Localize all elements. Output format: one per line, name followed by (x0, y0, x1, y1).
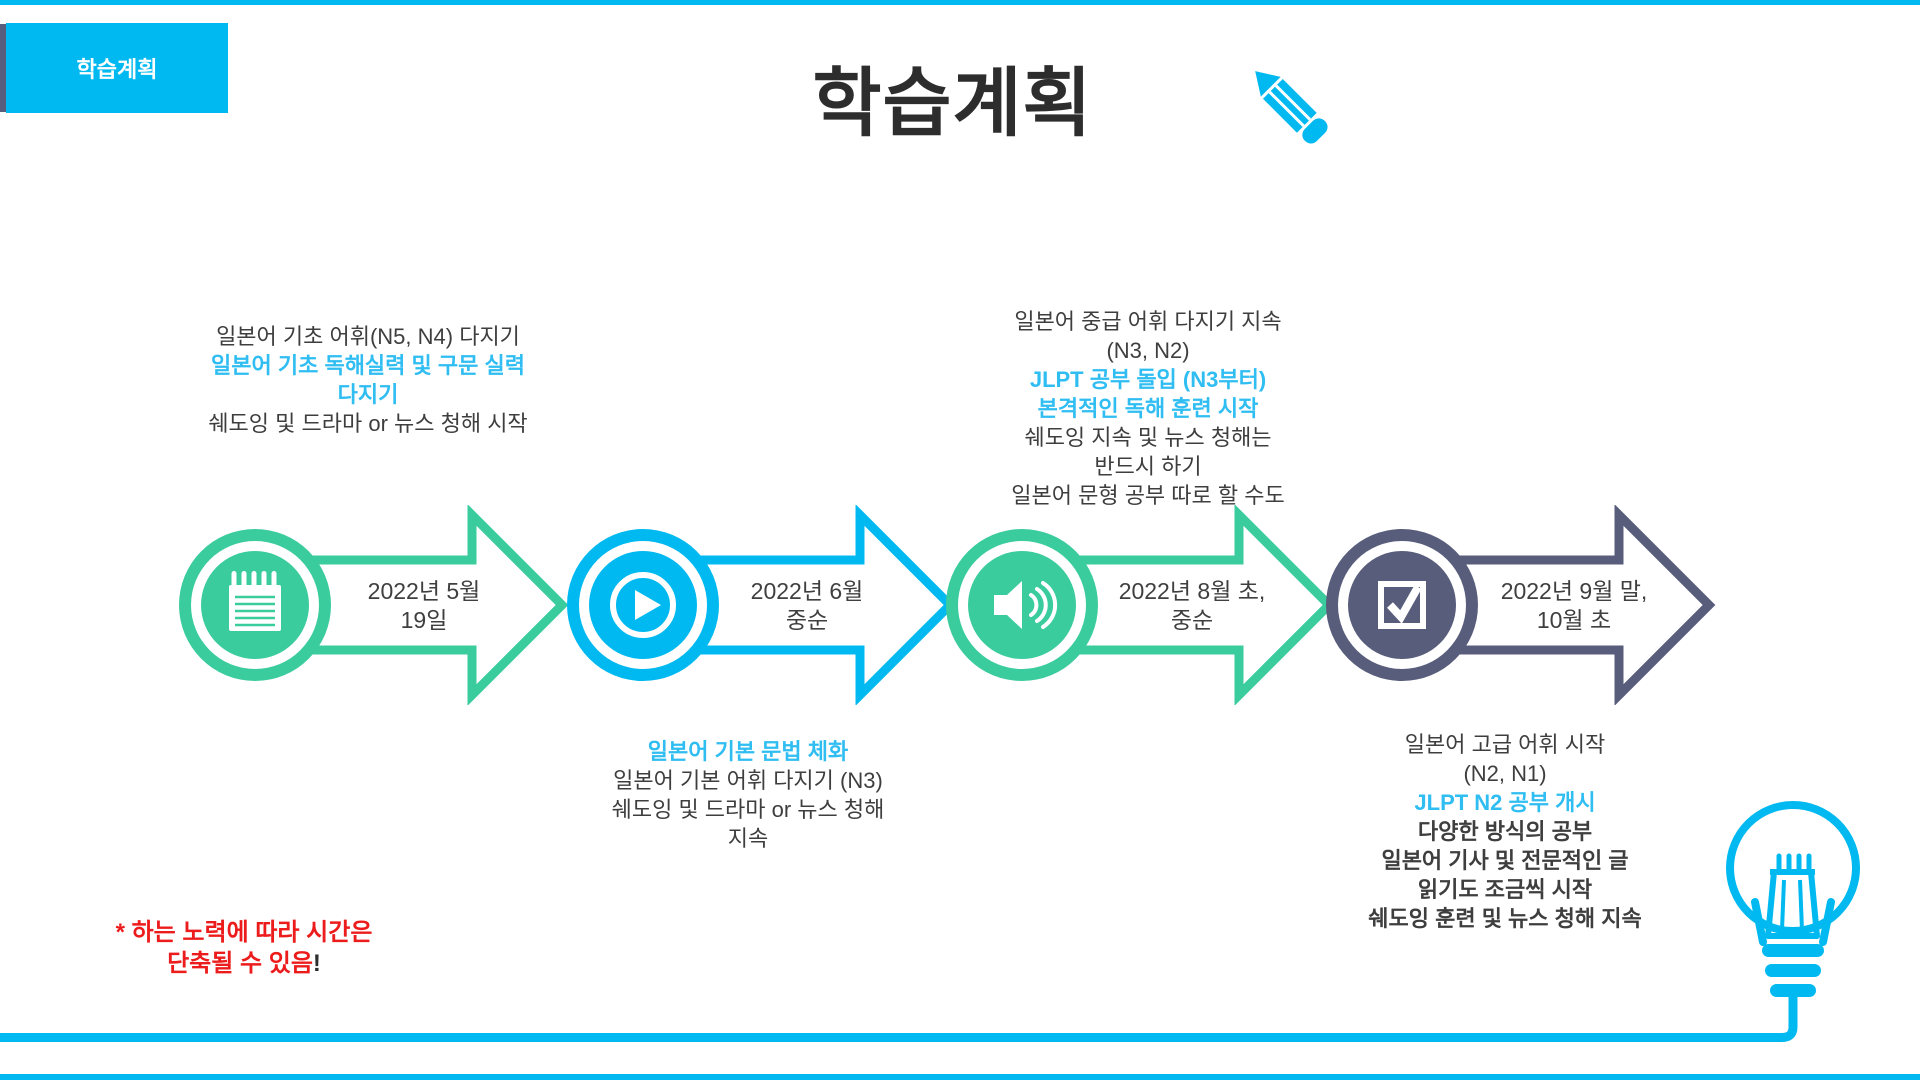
note-line: 지속 (727, 826, 769, 851)
wire-line (0, 1033, 1700, 1042)
note-line: 일본어 기본 어휘 다지기 (N3) (613, 768, 883, 793)
note-line: 일본어 기사 및 전문적인 글 (1381, 848, 1629, 873)
badge-accent-bar (0, 24, 6, 112)
note-line: 일본어 문형 공부 따로 할 수도 (1011, 483, 1285, 508)
footnote-line: 단축될 수 있음! (167, 950, 321, 977)
date-line: 중순 (785, 607, 829, 633)
date-line: 19일 (400, 607, 448, 633)
milestone-marker-4 (1326, 505, 1716, 705)
date-line: 10월 초 (1536, 607, 1612, 633)
note-line: 다지기 (337, 382, 399, 407)
date-line: 2022년 8월 초, (1118, 578, 1266, 604)
bottom-border-line (0, 1074, 1920, 1080)
notepad-icon (229, 571, 281, 631)
note-line: 반드시 하기 (1094, 454, 1202, 479)
note-line: 쉐도잉 및 드라마 or 뉴스 청해 (611, 797, 885, 822)
milestone-date-3: 2022년 8월 초, 중순 (1072, 577, 1312, 635)
phase-3-notes: 일본어 중급 어휘 다지기 지속 (N3, N2) JLPT 공부 돌입 (N3부터… (908, 307, 1388, 510)
note-line: 쉐도잉 및 드라마 or 뉴스 청해 시작 (208, 411, 528, 436)
milestone-date-4: 2022년 9월 말, 10월 초 (1454, 577, 1694, 635)
date-line: 2022년 9월 말, (1500, 578, 1648, 604)
note-line: 쉐도잉 지속 및 뉴스 청해는 (1024, 425, 1272, 450)
speaker-icon (994, 581, 1058, 629)
slide-tag-badge: 학습계획 (6, 23, 228, 113)
note-line: 일본어 중급 어휘 다지기 지속 (1014, 309, 1282, 334)
page-title: 학습계획 (812, 61, 1093, 145)
top-border-line (0, 0, 1920, 5)
play-icon (610, 572, 676, 638)
note-line: JLPT N2 공부 개시 (1414, 790, 1596, 815)
milestone-marker-3 (946, 505, 1336, 705)
pencil-icon (1255, 71, 1328, 144)
milestone-marker-1 (179, 505, 569, 705)
milestone-date-2: 2022년 6월 중순 (687, 577, 927, 635)
date-line: 중순 (1170, 607, 1214, 633)
note-line: 일본어 기초 독해실력 및 구문 실력 (211, 353, 525, 378)
note-line: 일본어 기본 문법 체화 (647, 739, 849, 764)
date-line: 2022년 6월 (750, 578, 864, 604)
note-line: JLPT 공부 돌입 (N3부터) (1029, 367, 1267, 392)
note-line: 일본어 고급 어휘 시작 (1404, 732, 1606, 757)
lightbulb-icon (1700, 801, 1860, 1042)
footnote-line: * 하는 노력에 따라 시간은 (115, 919, 373, 946)
note-line: (N3, N2) (1106, 338, 1190, 363)
milestone-marker-2 (567, 505, 957, 705)
note-line: 다양한 방식의 공부 (1417, 819, 1593, 844)
note-line: 읽기도 조금씩 시작 (1417, 877, 1593, 902)
date-line: 2022년 5월 (367, 578, 481, 604)
note-line: 쉐도잉 훈련 및 뉴스 청해 지속 (1368, 906, 1642, 931)
slide-tag-label: 학습계획 (76, 57, 158, 82)
footnote: * 하는 노력에 따라 시간은 단축될 수 있음! (4, 917, 484, 979)
note-line: 일본어 기초 어휘(N5, N4) 다지기 (216, 324, 520, 349)
milestone-date-1: 2022년 5월 19일 (304, 577, 544, 635)
note-line: (N2, N1) (1463, 761, 1547, 786)
checkbox-icon (1378, 581, 1426, 629)
note-line: 본격적인 독해 훈련 시작 (1037, 396, 1259, 421)
